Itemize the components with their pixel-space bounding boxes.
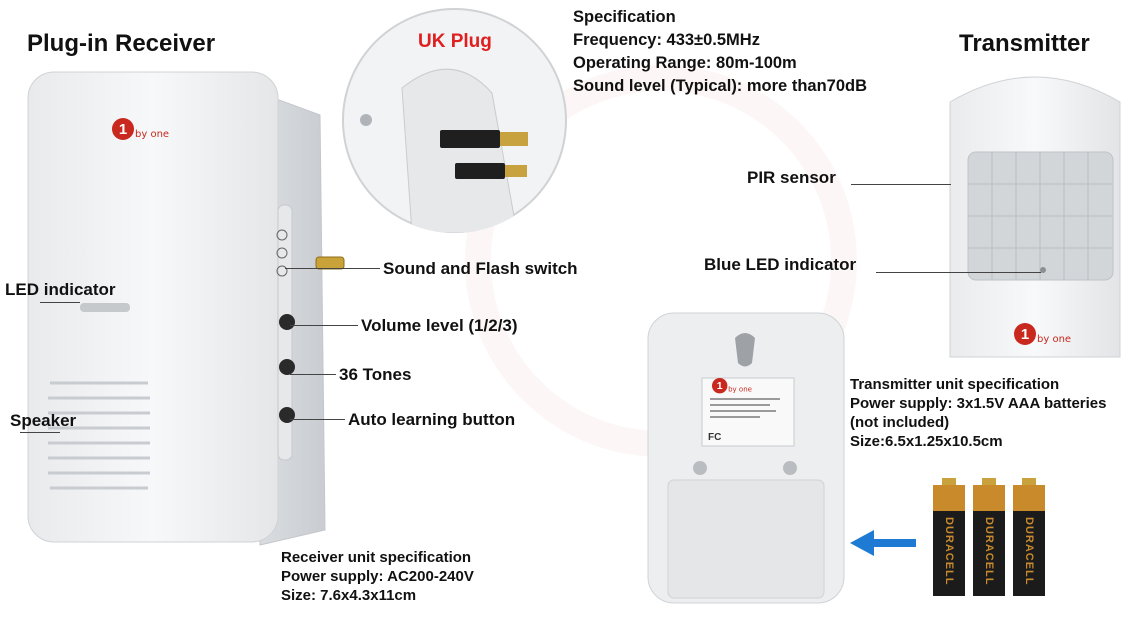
battery-2: DURACELL — [973, 478, 1005, 596]
label-blue-led-indicator: Blue LED indicator — [704, 255, 857, 274]
transmitter-spec-note: (not included) — [850, 414, 950, 431]
label-pir-sensor: PIR sensor — [747, 168, 836, 187]
specification-block: Specification Frequency: 433±0.5MHz Oper… — [573, 6, 867, 98]
battery-1: DURACELL — [933, 478, 965, 596]
transmitter-spec: Transmitter unit specification Power sup… — [850, 375, 1106, 451]
leader-led — [40, 302, 80, 303]
leader-blue-led — [876, 272, 1041, 273]
uk-plug-label: UK Plug — [418, 31, 492, 52]
receiver-title: Plug-in Receiver — [27, 30, 216, 57]
receiver-device — [27, 71, 345, 546]
transmitter-back-device: FC — [647, 312, 845, 604]
uk-plug-pins — [360, 68, 528, 233]
label-auto-learning-button: Auto learning button — [348, 410, 516, 429]
transmitter-spec-heading: Transmitter unit specification — [850, 376, 1060, 393]
uk-plug-inset — [342, 8, 567, 233]
label-speaker: Speaker — [10, 411, 77, 430]
svg-text:FC: FC — [708, 432, 721, 443]
leader-auto-learning — [290, 419, 345, 420]
leader-sound-flash — [285, 268, 380, 269]
spec-frequency: Frequency: 433±0.5MHz — [573, 31, 760, 49]
transmitter-title: Transmitter — [959, 30, 1090, 57]
left-arrow-icon — [850, 530, 916, 556]
receiver-spec-size: Size: 7.6x4.3x11cm — [281, 587, 417, 604]
spec-range: Operating Range: 80m-100m — [573, 54, 797, 72]
battery-3: DURACELL — [1013, 478, 1045, 596]
leader-volume — [290, 325, 358, 326]
batteries: DURACELL DURACELL DURACELL — [933, 478, 1045, 598]
leader-tones — [290, 374, 336, 375]
receiver-spec: Receiver unit specification Power supply… — [281, 548, 474, 605]
label-sound-flash-switch: Sound and Flash switch — [383, 259, 578, 278]
label-36-tones: 36 Tones — [339, 365, 412, 384]
spec-sound: Sound level (Typical): more than70dB — [573, 77, 867, 95]
receiver-spec-heading: Receiver unit specification — [281, 549, 472, 566]
transmitter-spec-size: Size:6.5x1.25x10.5cm — [850, 433, 1003, 450]
transmitter-spec-power: Power supply: 3x1.5V AAA batteries — [850, 395, 1107, 412]
label-led-indicator: LED indicator — [5, 280, 116, 299]
spec-heading: Specification — [573, 8, 676, 26]
leader-speaker — [20, 432, 60, 433]
label-volume-level: Volume level (1/2/3) — [361, 316, 518, 335]
transmitter-device — [949, 76, 1121, 358]
leader-pir — [851, 184, 951, 185]
receiver-spec-power: Power supply: AC200-240V — [281, 568, 474, 585]
